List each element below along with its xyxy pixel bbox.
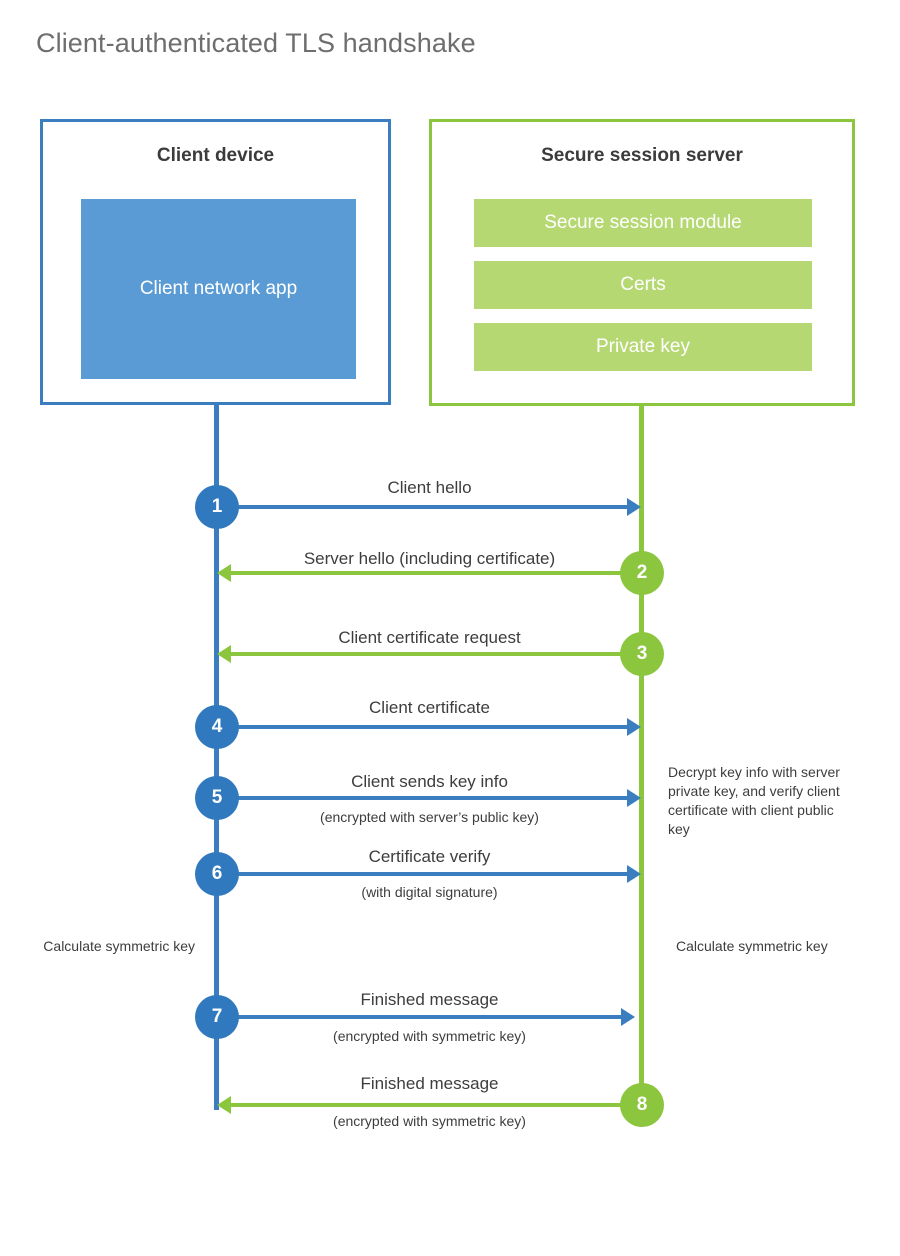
step-3-circle[interactable]: 3 [620,632,664,676]
step-2-circle[interactable]: 2 [620,551,664,595]
client-calculate-symmetric-key-note: Calculate symmetric key [43,938,195,954]
step-8-arrow-line [231,1103,642,1107]
step-4-arrow-line [217,725,628,729]
client-lifeline [214,405,219,1110]
server-calculate-symmetric-key-note: Calculate symmetric key [676,938,828,954]
step-8-sublabel: (encrypted with symmetric key) [333,1113,526,1129]
step-5-circle[interactable]: 5 [195,776,239,820]
step-5-sublabel: (encrypted with server’s public key) [320,809,539,825]
page-title: Client-authenticated TLS handshake [36,28,476,58]
step-4-circle[interactable]: 4 [195,705,239,749]
step-6-circle[interactable]: 6 [195,852,239,896]
server-component-secure-session-module: Secure session module [474,199,812,247]
server-component-certs: Certs [474,261,812,309]
step-7-label: Finished message [360,990,499,1009]
step-6-arrow-head [627,865,641,883]
step-7-sublabel: (encrypted with symmetric key) [333,1028,526,1044]
server-lifeline [639,406,644,1106]
step-5-arrow-head [627,789,641,807]
step-5-label: Client sends key info [351,772,508,791]
step-8-circle[interactable]: 8 [620,1083,664,1127]
step-1-arrow-head [627,498,641,516]
step-2-arrow-head [217,564,231,582]
secure-session-server-box: Secure session server Secure session mod… [429,119,855,406]
server-components-list: Secure session module Certs Private key [474,199,812,385]
step-4-arrow-head [627,718,641,736]
step-8-label: Finished message [360,1074,499,1093]
step-2-label: Server hello (including certificate) [303,549,556,568]
step-8-arrow-head [217,1096,231,1114]
step-3-arrow-line [231,652,642,656]
step-5-arrow-line [217,796,628,800]
client-network-app-block: Client network app [81,199,356,379]
step-2-arrow-line [231,571,642,575]
step-1-label: Client hello [387,478,472,497]
step-7-arrow-head [621,1008,635,1026]
server-decrypt-note: Decrypt key info with server private key… [668,764,840,837]
step-1-circle[interactable]: 1 [195,485,239,529]
client-device-box: Client device Client network app [40,119,391,405]
step-4-label: Client certificate [369,698,490,717]
secure-session-server-title: Secure session server [541,145,743,166]
step-6-sublabel: (with digital signature) [361,884,498,900]
step-7-arrow-line [217,1015,622,1019]
step-6-label: Certificate verify [368,847,491,866]
client-device-title: Client device [156,145,275,166]
step-3-label: Client certificate request [338,628,521,647]
step-7-circle[interactable]: 7 [195,995,239,1039]
step-3-arrow-head [217,645,231,663]
step-1-arrow-line [217,505,628,509]
server-component-private-key: Private key [474,323,812,371]
step-6-arrow-line [217,872,628,876]
